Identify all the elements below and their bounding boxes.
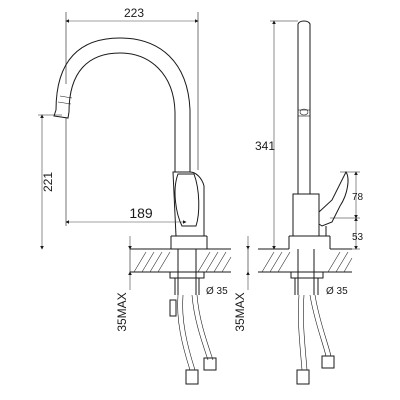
dimension-label-handle-height: 78 [352,192,364,203]
dimension-label-base-height: 53 [352,232,364,243]
dimension-overall-height: 341 [255,20,298,250]
side-view: 341 78 53 [233,20,364,385]
spout-side [297,20,311,194]
dimension-spout-height: 221 [38,114,62,250]
dimension-countertop-max-right: 35MAX [233,236,250,332]
countertop-right [258,248,353,273]
dimension-label-width: 223 [124,6,144,20]
counter-max-label-right: 35MAX [233,292,247,331]
dimension-label-spout-height: 221 [41,172,55,192]
mounting-shank-right: Ø 35 [290,249,348,297]
dimension-spout-reach: 189 [65,118,187,226]
faucet-body [164,171,210,250]
countertop-left [130,248,232,273]
front-view: 223 221 189 [38,6,232,385]
supply-hoses-left [169,294,217,385]
dimension-overall-width: 223 [65,6,199,170]
mounting-shank-left: Ø 35 [169,249,228,297]
spout [53,37,191,172]
counter-max-label-left: 35MAX [115,292,129,331]
dimension-base-height: 53 [330,217,364,250]
dimension-label-reach: 189 [129,205,153,221]
supply-hoses-right [296,294,335,385]
dimension-countertop-max-left: 35MAX [115,236,132,332]
hole-diameter-label-right: Ø 35 [326,286,348,297]
dimension-label-overall-height: 341 [255,139,275,153]
hole-diameter-label-left: Ø 35 [206,286,228,297]
